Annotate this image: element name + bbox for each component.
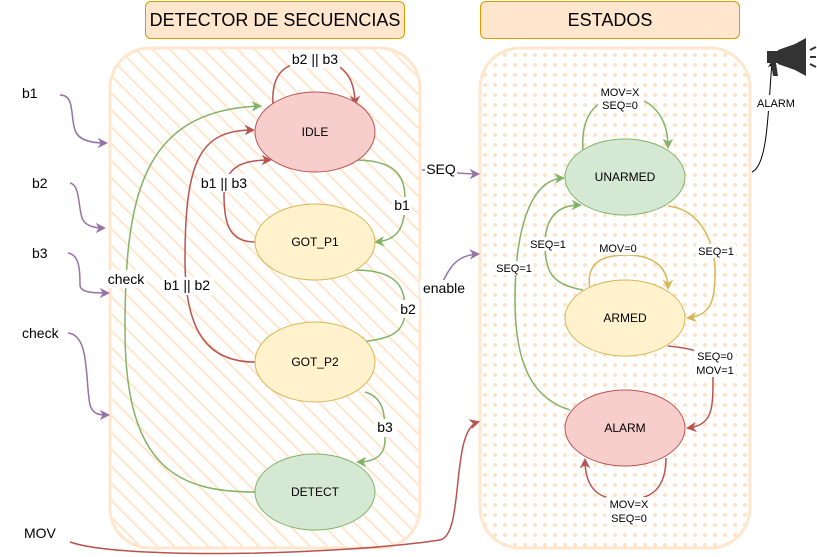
edge-unarmed-to-armed <box>667 205 716 323</box>
edge-alarm-to-unarmed <box>514 173 571 411</box>
detector-header-label: DETECTOR DE SECUENCIAS <box>149 9 401 30</box>
edge-armed-to-alarm-label-2: MOV=1 <box>696 365 734 377</box>
megaphone-icon <box>767 38 817 76</box>
signal-enable-label: enable <box>423 280 465 296</box>
input-mov-label: MOV <box>24 525 57 541</box>
b2-input-arrow <box>69 182 107 234</box>
state-unarmed-label: UNARMED <box>595 170 656 184</box>
input-b3-label: b3 <box>32 245 48 261</box>
edge-armed-to-alarm-label-1: SEQ=0 <box>697 351 733 363</box>
b3-input-arrow <box>67 252 111 299</box>
state-alarm-label: ALARM <box>604 421 645 435</box>
edge-idle-to-p1-label: b1 <box>394 197 410 213</box>
check-input-arrow <box>67 332 111 421</box>
edge-p1-to-p2-label: b2 <box>400 301 416 317</box>
state-got-p1[interactable] <box>254 203 376 281</box>
input-check-label: check <box>22 325 60 341</box>
input-b1-label: b1 <box>22 85 38 101</box>
state-got-p2-label: GOT_P2 <box>291 355 339 369</box>
edge-alarm-self-label-2: SEQ=0 <box>611 513 647 525</box>
state-alarm[interactable] <box>564 389 686 467</box>
edge-armed-to-unarmed-label: SEQ=1 <box>530 239 566 251</box>
state-idle[interactable] <box>254 91 376 173</box>
edge-p1-to-idle <box>223 154 273 243</box>
edge-unarmed-self-label-2: SEQ=0 <box>602 100 638 112</box>
b1-input-arrow <box>59 94 109 149</box>
state-armed[interactable] <box>564 279 686 357</box>
signal-seq-label: SEQ <box>426 161 456 177</box>
state-unarmed[interactable] <box>564 138 686 216</box>
state-detect[interactable] <box>254 453 376 531</box>
mov-input-arrow <box>69 419 481 555</box>
edge-alarm-self-label-1: MOV=X <box>610 499 649 511</box>
edge-p2-to-detect <box>355 391 386 468</box>
state-detect-label: DETECT <box>291 485 340 499</box>
edge-idle-self-label: b2 || b3 <box>292 51 338 67</box>
signal-alarm-label: ALARM <box>757 98 795 110</box>
edge-unarmed-self-label-1: MOV=X <box>601 87 640 99</box>
detector-header: DETECTOR DE SECUENCIAS <box>145 1 405 39</box>
edge-p2-to-detect-label: b3 <box>377 419 393 435</box>
state-got-p1-label: GOT_P1 <box>291 235 339 249</box>
edge-p2-to-idle-label: b1 || b2 <box>164 277 210 293</box>
alarm-output-arrow <box>751 60 776 173</box>
state-armed-label: ARMED <box>603 311 647 325</box>
input-b2-label: b2 <box>32 175 48 191</box>
edge-detect-to-idle-label: check <box>108 271 146 287</box>
estados-header-label: ESTADOS <box>567 9 653 30</box>
edge-p2-to-idle <box>184 124 256 363</box>
state-got-p2[interactable] <box>254 321 376 403</box>
edge-p1-to-idle-label: b1 || b3 <box>201 175 247 191</box>
edge-detect-to-idle <box>124 101 263 493</box>
edge-armed-self-label: MOV=0 <box>599 243 637 255</box>
state-idle-label: IDLE <box>302 125 329 139</box>
edge-alarm-to-unarmed-label: SEQ=1 <box>496 263 532 275</box>
edge-armed-to-alarm <box>667 345 714 433</box>
estados-header: ESTADOS <box>480 1 740 39</box>
edge-unarmed-to-armed-label: SEQ=1 <box>698 246 734 258</box>
